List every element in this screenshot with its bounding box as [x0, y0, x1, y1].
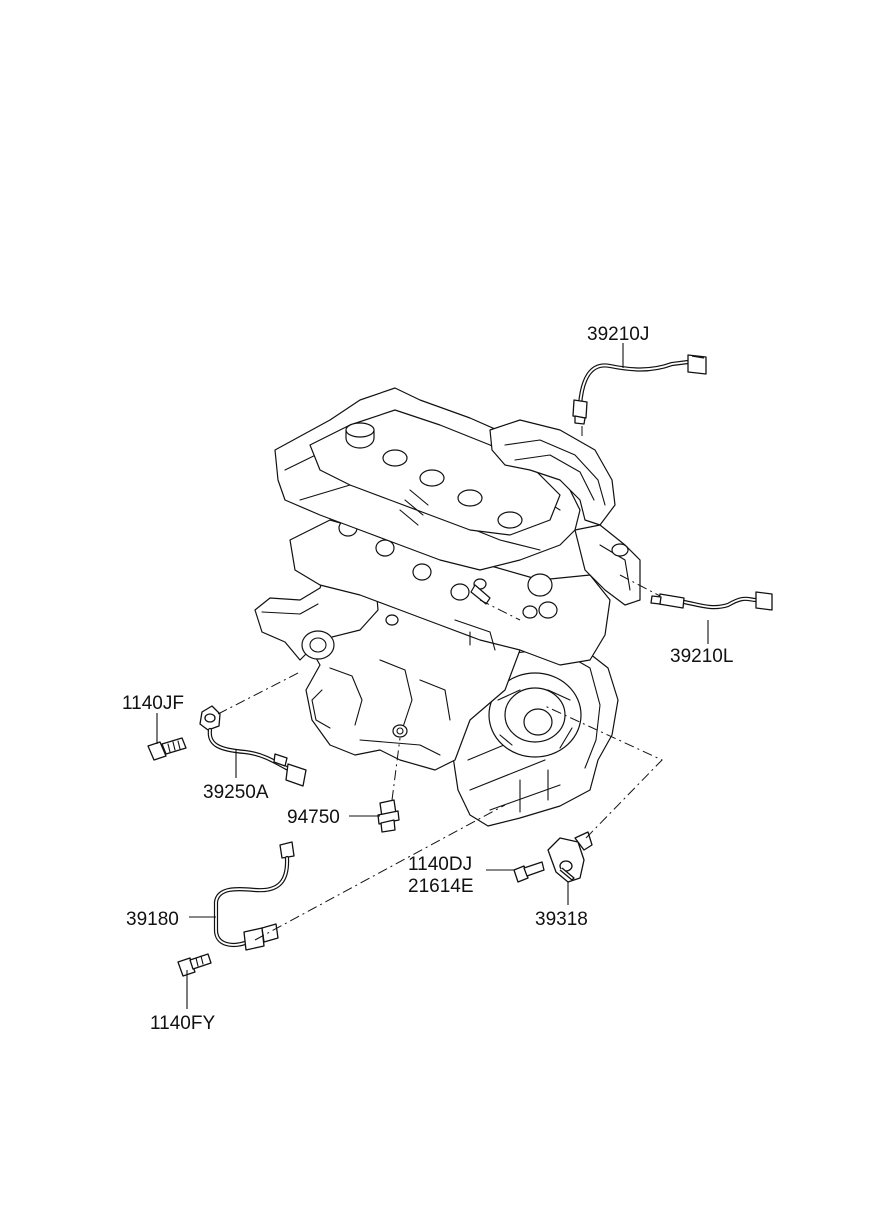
part-label-21614e: 21614E [408, 876, 474, 897]
bolt-1140dj [513, 861, 545, 883]
part-label-94750: 94750 [287, 807, 340, 828]
part-label-1140jf: 1140JF [122, 693, 184, 714]
part-label-39210j: 39210J [587, 324, 649, 345]
part-labels: 39210J 39210L 1140JF 39250A 94750 1140DJ… [122, 324, 733, 1034]
knock-sensor [199, 705, 307, 787]
part-label-1140fy: 1140FY [150, 1013, 215, 1034]
oxygen-sensor-upper [572, 354, 707, 425]
part-label-39250a: 39250A [203, 782, 269, 803]
part-label-39318: 39318 [535, 909, 588, 930]
engine-assembly [254, 387, 641, 827]
bolt-1140jf [147, 737, 187, 761]
part-label-39210l: 39210L [670, 646, 733, 667]
oxygen-sensor-lower [650, 591, 773, 611]
bolt-1140fy [177, 953, 212, 977]
part-label-1140dj: 1140DJ [408, 854, 472, 875]
temperature-sensor-94750 [377, 799, 400, 833]
assembly-reference-lines [217, 426, 663, 941]
cam-position-sensor [547, 831, 593, 883]
crankshaft-position-sensor [213, 841, 295, 951]
part-label-39180: 39180 [126, 909, 179, 930]
leader-lines [156, 343, 709, 1009]
